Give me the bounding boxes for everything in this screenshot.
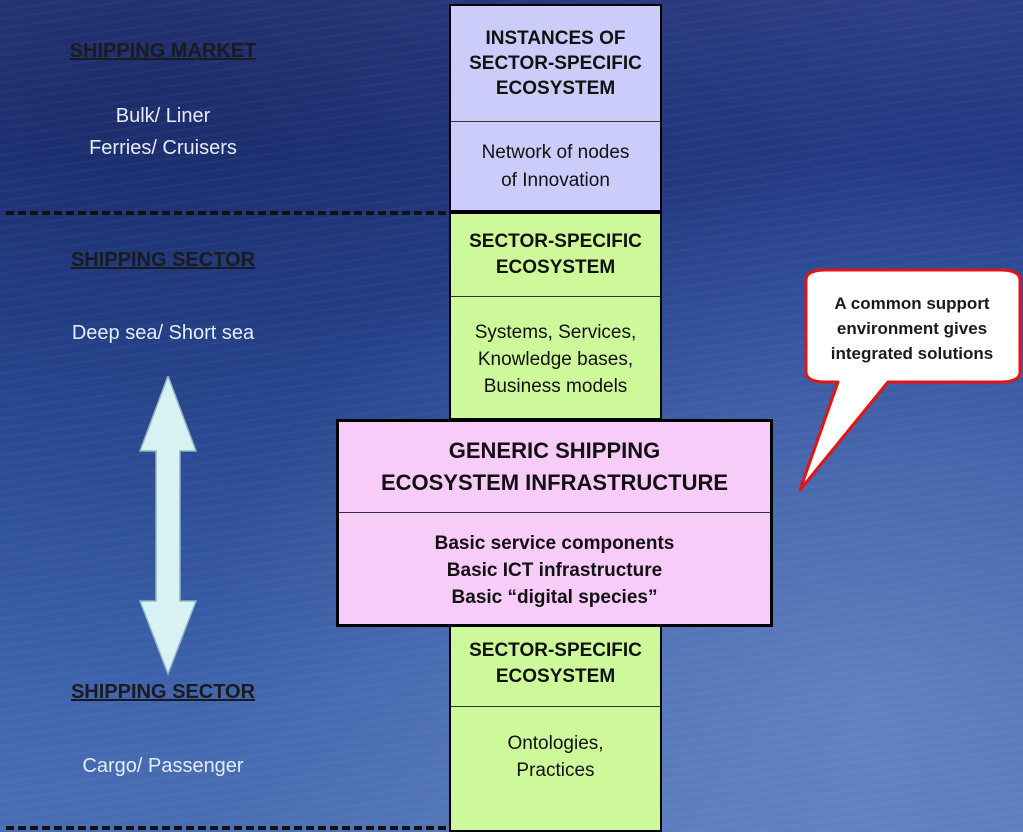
shipping-market-line2: Ferries/ Cruisers — [89, 137, 237, 159]
sector-bottom-body-line2: Practices — [516, 760, 595, 781]
instances-body-line2: of Innovation — [501, 170, 610, 191]
shipping-sector-text-1: Deep sea/ Short sea — [71, 322, 255, 344]
generic-body-line3: Basic “digital species” — [451, 586, 658, 608]
instances-title-line3: ECOSYSTEM — [495, 78, 616, 99]
callout-bubble-shape — [798, 268, 1022, 492]
double-arrow-icon — [138, 376, 198, 676]
callout-text: A common support environment gives integ… — [808, 291, 1016, 366]
sector-specific-top-box: SECTOR-SPECIFIC ECOSYSTEM Systems, Servi… — [449, 212, 662, 420]
instances-title: INSTANCES OF SECTOR-SPECIFIC ECOSYSTEM — [451, 6, 660, 121]
instances-ecosystem-box: INSTANCES OF SECTOR-SPECIFIC ECOSYSTEM N… — [449, 4, 662, 212]
generic-title: GENERIC SHIPPING ECOSYSTEM INFRASTRUCTUR… — [339, 422, 770, 512]
callout-line2: environment gives — [836, 319, 988, 338]
sector-bottom-title: SECTOR-SPECIFIC ECOSYSTEM — [451, 622, 660, 706]
instances-title-line1: INSTANCES OF — [485, 28, 626, 49]
sector-top-body-line1: Systems, Services, — [474, 321, 637, 343]
shipping-sector-header-2: SHIPPING SECTOR — [70, 681, 256, 703]
shipping-market-header: SHIPPING MARKET — [69, 40, 257, 62]
instances-body: Network of nodes of Innovation — [451, 122, 660, 212]
sector-top-separator — [451, 296, 660, 297]
sector-bottom-body-line1: Ontologies, — [507, 733, 604, 754]
sector-bottom-body: Ontologies, Practices — [451, 717, 660, 797]
callout-line1: A common support — [834, 294, 990, 313]
sector-specific-bottom-box: SECTOR-SPECIFIC ECOSYSTEM Ontologies, Pr… — [449, 620, 662, 832]
shipping-sector-header-1: SHIPPING SECTOR — [70, 249, 256, 271]
generic-title-line1: GENERIC SHIPPING — [448, 438, 661, 463]
instances-title-line2: SECTOR-SPECIFIC — [469, 53, 642, 74]
generic-title-line2: ECOSYSTEM INFRASTRUCTURE — [380, 470, 729, 495]
sector-top-body: Systems, Services, Knowledge bases, Busi… — [451, 306, 660, 412]
callout-line3: integrated solutions — [830, 344, 994, 363]
sector-top-title-line1: SECTOR-SPECIFIC — [469, 231, 642, 252]
market-divider-line — [6, 211, 458, 215]
sector-bottom-title-line2: ECOSYSTEM — [495, 666, 616, 687]
shipping-market-line1: Bulk/ Liner — [115, 105, 211, 127]
sector-bottom-title-line1: SECTOR-SPECIFIC — [469, 640, 642, 661]
sector-top-title-line2: ECOSYSTEM — [495, 257, 616, 278]
sector-top-body-line2: Knowledge bases, — [477, 348, 634, 370]
generic-body-line2: Basic ICT infrastructure — [446, 559, 663, 581]
generic-body: Basic service components Basic ICT infra… — [339, 520, 770, 620]
sector-bottom-separator — [451, 706, 660, 707]
shipping-sector-text-2: Cargo/ Passenger — [82, 755, 244, 777]
generic-infrastructure-box: GENERIC SHIPPING ECOSYSTEM INFRASTRUCTUR… — [336, 419, 773, 627]
instances-body-line1: Network of nodes — [481, 142, 630, 163]
bottom-divider-line — [6, 826, 458, 830]
generic-separator — [339, 512, 770, 513]
instances-separator — [451, 121, 660, 122]
generic-body-line1: Basic service components — [434, 532, 675, 554]
sector-top-title: SECTOR-SPECIFIC ECOSYSTEM — [451, 214, 660, 296]
sector-top-body-line3: Business models — [483, 375, 628, 397]
